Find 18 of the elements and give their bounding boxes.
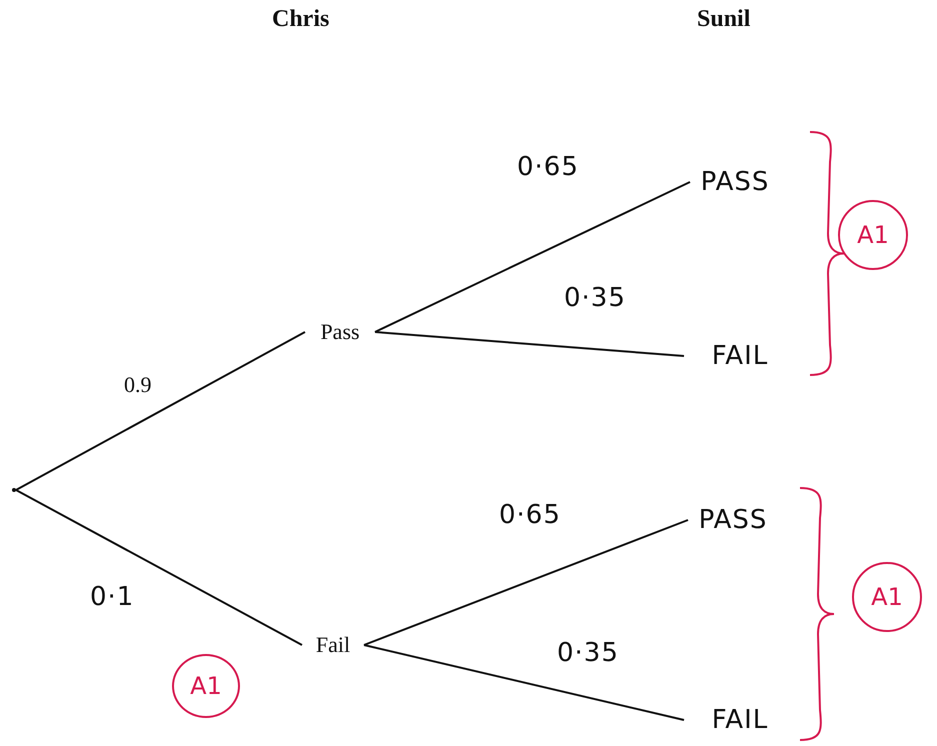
outcome-label: PASS (690, 162, 780, 202)
outcome-label: Fail (302, 628, 364, 662)
branch-line (374, 331, 684, 357)
column-heading: Chris (272, 6, 330, 33)
branch-line (364, 519, 688, 646)
branch-line (16, 489, 302, 646)
circled-mark: A1 (852, 562, 922, 632)
outcome-label: PASS (688, 500, 778, 540)
branch-line (16, 331, 306, 491)
outcome-label: FAIL (684, 336, 796, 376)
circled-mark: A1 (838, 200, 908, 270)
branch-line (364, 644, 684, 721)
outcome-label: FAIL (684, 700, 796, 740)
outcome-label: Pass (305, 315, 375, 349)
branch-point (12, 488, 16, 492)
circled-mark: A1 (172, 654, 240, 718)
branch-line (374, 181, 690, 333)
column-heading: Sunil (697, 6, 750, 33)
